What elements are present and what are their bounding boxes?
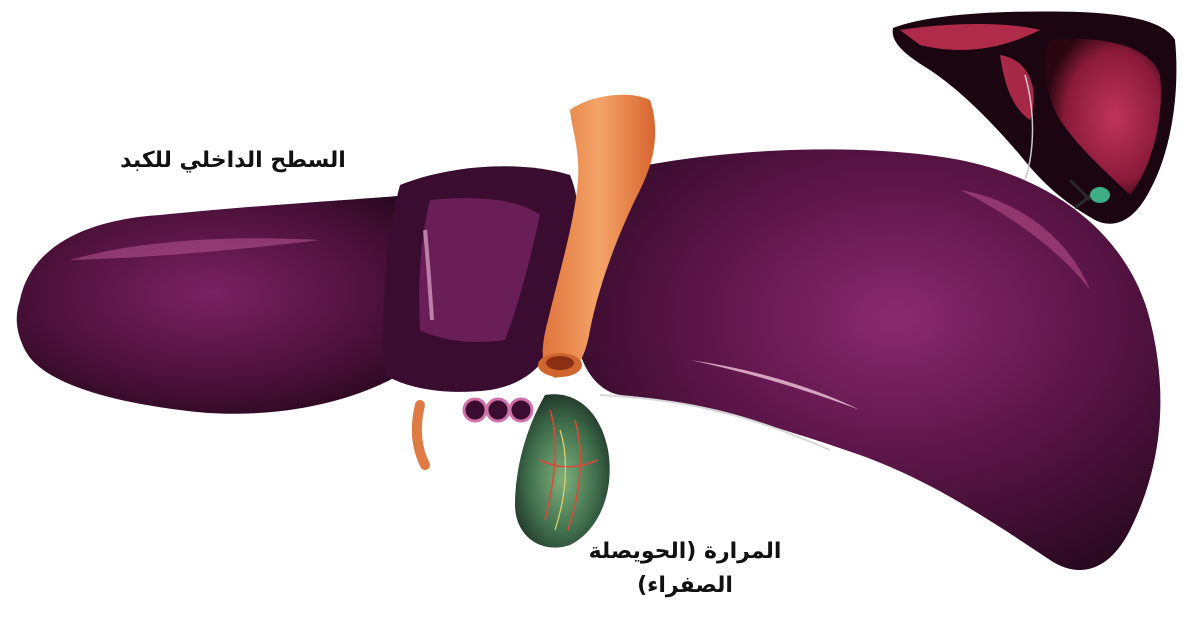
portal-vessels — [417, 399, 532, 465]
label-gallbladder-line2: الصفراء) — [560, 569, 810, 603]
label-gallbladder-line1: المرارة (الحويصلة — [560, 535, 810, 569]
liver-left-lobe — [17, 195, 447, 414]
label-gallbladder: المرارة (الحويصلة الصفراء) — [560, 535, 810, 603]
label-liver-inner-surface: السطح الداخلي للكبد — [118, 148, 348, 173]
liver-main-lobe — [574, 149, 1160, 570]
